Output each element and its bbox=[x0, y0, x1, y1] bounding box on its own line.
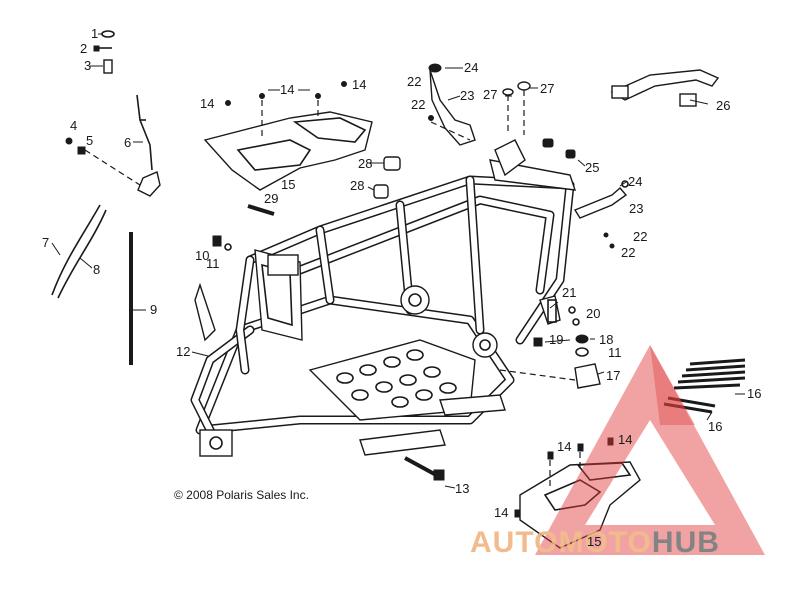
callout-24-a: 24 bbox=[464, 60, 478, 75]
callout-15-top: 15 bbox=[281, 177, 295, 192]
callout-22-a: 22 bbox=[407, 74, 421, 89]
leader-lines bbox=[51, 33, 745, 489]
callout-24-b: 24 bbox=[628, 174, 642, 189]
callout-29: 29 bbox=[264, 191, 278, 206]
bolt-13 bbox=[404, 456, 445, 481]
callout-10: 10 bbox=[195, 248, 209, 263]
callout-22-d: 22 bbox=[621, 245, 635, 260]
callout-11-left: 11 bbox=[206, 256, 220, 271]
watermark-moto: MOTO bbox=[558, 526, 651, 559]
callout-14-d: 14 bbox=[557, 439, 571, 454]
callout-4: 4 bbox=[70, 118, 77, 133]
callout-3: 3 bbox=[84, 58, 91, 73]
callout-14-c: 14 bbox=[352, 77, 366, 92]
callout-14-a: 14 bbox=[200, 96, 214, 111]
main-frame-12 bbox=[190, 139, 577, 457]
callout-18: 18 bbox=[599, 332, 613, 347]
callout-8: 8 bbox=[93, 262, 100, 277]
callout-15-bottom: 15 bbox=[587, 534, 601, 549]
callout-28-a: 28 bbox=[358, 156, 372, 171]
callout-14-f: 14 bbox=[494, 505, 508, 520]
callout-21: 21 bbox=[562, 285, 576, 300]
straps-16 bbox=[663, 358, 746, 414]
callout-5: 5 bbox=[86, 133, 93, 148]
callout-27-b: 27 bbox=[540, 81, 554, 96]
panel-15-top bbox=[203, 81, 373, 191]
triangle-logo-icon bbox=[535, 345, 765, 555]
pin-29-nuts-28 bbox=[247, 156, 401, 216]
watermark-logo: AUTOMOTOHUB bbox=[470, 345, 765, 559]
callout-12: 12 bbox=[176, 344, 190, 359]
callout-22-c: 22 bbox=[633, 229, 647, 244]
cable-7-8 bbox=[51, 204, 107, 299]
callout-20: 20 bbox=[586, 306, 600, 321]
callout-11-right: 11 bbox=[608, 345, 622, 360]
callout-14-e: 14 bbox=[618, 432, 632, 447]
hardware-1-3 bbox=[93, 30, 115, 74]
callout-16-a: 16 bbox=[747, 386, 761, 401]
copyright-text: © 2008 Polaris Sales Inc. bbox=[174, 488, 309, 502]
skid-holes bbox=[336, 349, 457, 408]
watermark-auto: AUTO bbox=[470, 526, 558, 559]
hardware-16-21 bbox=[499, 295, 746, 414]
callout-2: 2 bbox=[80, 41, 87, 56]
callout-9: 9 bbox=[150, 302, 157, 317]
callout-23-b: 23 bbox=[629, 201, 643, 216]
callout-1: 1 bbox=[91, 26, 98, 41]
callout-25: 25 bbox=[585, 160, 599, 175]
callout-28-b: 28 bbox=[350, 178, 364, 193]
callout-16-b: 16 bbox=[708, 419, 722, 434]
callout-27-a: 27 bbox=[483, 87, 497, 102]
callout-13: 13 bbox=[455, 481, 469, 496]
callout-7: 7 bbox=[42, 235, 49, 250]
callout-labels: 1 2 3 4 5 6 7 8 9 10 11 11 12 13 14 14 1… bbox=[42, 26, 761, 549]
callout-26: 26 bbox=[716, 98, 730, 113]
screw-4-5 bbox=[65, 137, 86, 155]
panel-15-bottom bbox=[514, 437, 641, 549]
callout-19: 19 bbox=[549, 332, 563, 347]
callout-6: 6 bbox=[124, 135, 131, 150]
rear-hardware bbox=[428, 63, 720, 249]
callout-22-b: 22 bbox=[411, 97, 425, 112]
callout-17: 17 bbox=[606, 368, 620, 383]
callout-14-b: 14 bbox=[280, 82, 294, 97]
hardware-10-11 bbox=[212, 235, 232, 251]
svg-text:AUTOMOTOHUB: AUTOMOTOHUB bbox=[470, 526, 720, 559]
shift-lever-6 bbox=[84, 94, 161, 197]
watermark-hub: HUB bbox=[652, 526, 720, 559]
callout-23-a: 23 bbox=[460, 88, 474, 103]
